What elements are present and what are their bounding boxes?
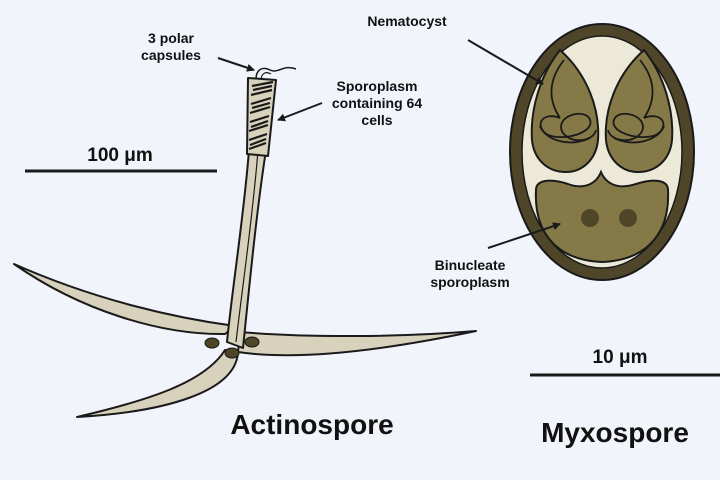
junction-nucleus <box>204 337 220 349</box>
actinospore-figure <box>13 66 477 418</box>
sporoplasm-nucleus <box>581 209 599 227</box>
stalk-inner-line <box>235 149 259 343</box>
binucleate-sporoplasm <box>534 169 670 264</box>
spore-head <box>246 77 277 157</box>
polar-filament-tip <box>255 66 297 80</box>
coiled-filament-left <box>539 59 597 144</box>
caudal-process-right <box>237 330 477 357</box>
junction-nucleus <box>244 336 260 348</box>
label-polar-capsules: 3 polar capsules <box>141 30 201 63</box>
arrow-polar-capsules <box>217 57 255 72</box>
scale-label-myxospore: 10 μm <box>592 347 648 368</box>
myxospore-figure <box>509 23 695 281</box>
scale-label-actinospore: 100 μm <box>87 145 153 166</box>
coiled-filament-right <box>607 59 665 144</box>
title-myxospore: Myxospore <box>541 417 689 448</box>
title-actinospore: Actinospore <box>230 409 394 440</box>
label-binucleate: Binucleate sporoplasm <box>430 257 510 290</box>
sporoplasm-nucleus <box>619 209 637 227</box>
arrow-sporoplasm <box>277 102 323 122</box>
arrow-nematocyst <box>467 39 544 85</box>
caudal-process-lower-left <box>76 349 239 418</box>
caudal-process-upper-left <box>13 263 236 336</box>
polar-filament-coils <box>248 80 274 151</box>
label-nematocyst: Nematocyst <box>367 13 447 29</box>
label-sporoplasm-64: Sporoplasm containing 64 cells <box>331 78 423 128</box>
junction-nucleus <box>224 347 240 359</box>
arrow-binucleate <box>487 222 561 249</box>
polar-filament-tip <box>260 72 272 80</box>
spore-stalk <box>226 149 267 349</box>
